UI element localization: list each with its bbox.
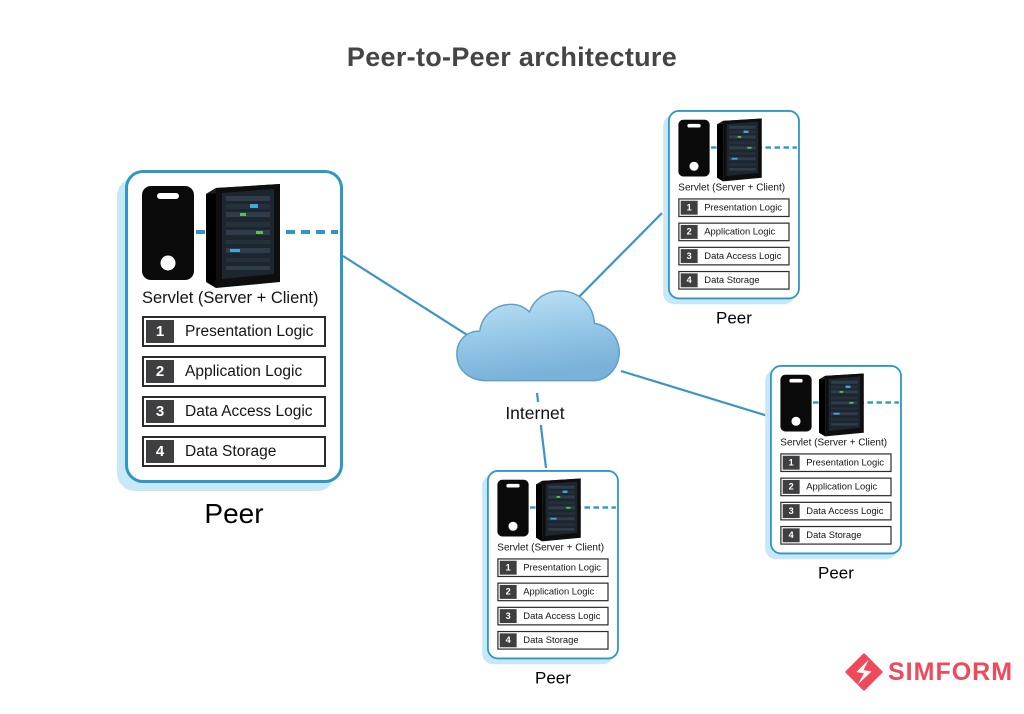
layer-list: 1 Presentation Logic 2 Application Logic…	[497, 558, 609, 650]
layer-number: 4	[146, 440, 174, 463]
servlet-label: Servlet (Server + Client)	[678, 181, 786, 193]
peer-name: Peer	[716, 308, 752, 328]
simform-logo-text: SIMFORM	[888, 657, 1014, 686]
layer-row: 2 Application Logic	[497, 582, 609, 602]
layer-label: Presentation Logic	[523, 562, 601, 573]
layer-list: 1 Presentation Logic 2 Application Logic…	[678, 198, 790, 290]
layer-row: 4 Data Storage	[678, 270, 790, 290]
peer-bottom-center: Servlet (Server + Client) 1 Presentation…	[487, 470, 619, 688]
layer-label: Application Logic	[185, 362, 303, 380]
layer-label: Presentation Logic	[806, 457, 884, 468]
layer-number: 3	[146, 400, 174, 423]
peer-box: Servlet (Server + Client) 1 Presentation…	[125, 170, 343, 483]
layer-number: 4	[499, 633, 517, 648]
layer-label: Data Access Logic	[523, 610, 601, 621]
smartphone-icon	[678, 119, 710, 177]
layer-row: 3 Data Access Logic	[780, 501, 892, 521]
layer-number: 1	[146, 320, 174, 343]
layer-number: 2	[146, 360, 174, 383]
layer-row: 1 Presentation Logic	[678, 198, 790, 218]
layer-number: 3	[782, 504, 800, 519]
servlet-label: Servlet (Server + Client)	[497, 541, 605, 553]
layer-label: Application Logic	[806, 481, 878, 492]
layer-number: 1	[680, 200, 698, 215]
layer-row: 1 Presentation Logic	[780, 453, 892, 473]
layer-row: 2 Application Logic	[142, 356, 326, 387]
server-rack-icon	[206, 184, 280, 288]
layer-row: 3 Data Access Logic	[497, 606, 609, 626]
internet-label: Internet	[495, 402, 575, 425]
simform-logo-icon	[845, 653, 883, 691]
layer-label: Data Access Logic	[806, 505, 884, 516]
peer-box: Servlet (Server + Client) 1 Presentation…	[487, 470, 619, 660]
layer-label: Data Access Logic	[185, 402, 313, 420]
layer-list: 1 Presentation Logic 2 Application Logic…	[142, 316, 326, 467]
internet-cloud-icon	[456, 290, 620, 382]
peer-name: Peer	[818, 563, 854, 583]
layer-number: 1	[782, 455, 800, 470]
diagram-title: Peer-to-Peer architecture	[346, 42, 678, 72]
peer-top-right: Servlet (Server + Client) 1 Presentation…	[668, 110, 800, 328]
peer-box: Servlet (Server + Client) 1 Presentation…	[668, 110, 800, 300]
layer-row: 1 Presentation Logic	[497, 558, 609, 578]
layer-number: 2	[680, 224, 698, 239]
server-rack-icon	[536, 478, 581, 542]
layer-row: 3 Data Access Logic	[142, 396, 326, 427]
layer-label: Data Storage	[704, 274, 760, 286]
layer-row: 3 Data Access Logic	[678, 246, 790, 266]
smartphone-icon	[780, 374, 812, 432]
server-rack-icon	[717, 118, 762, 182]
layer-row: 2 Application Logic	[678, 222, 790, 242]
layer-label: Data Access Logic	[704, 250, 782, 261]
peer-right: Servlet (Server + Client) 1 Presentation…	[770, 365, 902, 583]
server-rack-icon	[819, 373, 864, 437]
layer-number: 4	[680, 273, 698, 288]
layer-label: Application Logic	[523, 586, 595, 597]
layer-number: 2	[499, 584, 517, 599]
layer-label: Presentation Logic	[704, 202, 782, 213]
peer-name: Peer	[535, 668, 571, 688]
layer-number: 4	[782, 528, 800, 543]
smartphone-icon	[142, 186, 194, 280]
peer-name: Peer	[204, 498, 264, 529]
peer-left: Servlet (Server + Client) 1 Presentation…	[125, 170, 343, 530]
layer-label: Application Logic	[704, 226, 776, 237]
layer-row: 4 Data Storage	[497, 630, 609, 650]
layer-row: 4 Data Storage	[142, 436, 326, 467]
servlet-label: Servlet (Server + Client)	[780, 436, 888, 448]
simform-logo: SIMFORM	[845, 653, 1013, 691]
layer-number: 3	[680, 249, 698, 264]
layer-row: 2 Application Logic	[780, 477, 892, 497]
layer-row: 4 Data Storage	[780, 525, 892, 545]
layer-label: Data Storage	[523, 634, 579, 646]
layer-label: Data Storage	[185, 442, 277, 460]
layer-row: 1 Presentation Logic	[142, 316, 326, 347]
layer-number: 3	[499, 609, 517, 624]
layer-number: 2	[782, 479, 800, 494]
layer-number: 1	[499, 560, 517, 575]
layer-label: Data Storage	[806, 529, 862, 541]
layer-list: 1 Presentation Logic 2 Application Logic…	[780, 453, 892, 545]
servlet-label: Servlet (Server + Client)	[142, 289, 319, 307]
layer-label: Presentation Logic	[185, 322, 314, 340]
smartphone-icon	[497, 479, 529, 537]
peer-box: Servlet (Server + Client) 1 Presentation…	[770, 365, 902, 555]
